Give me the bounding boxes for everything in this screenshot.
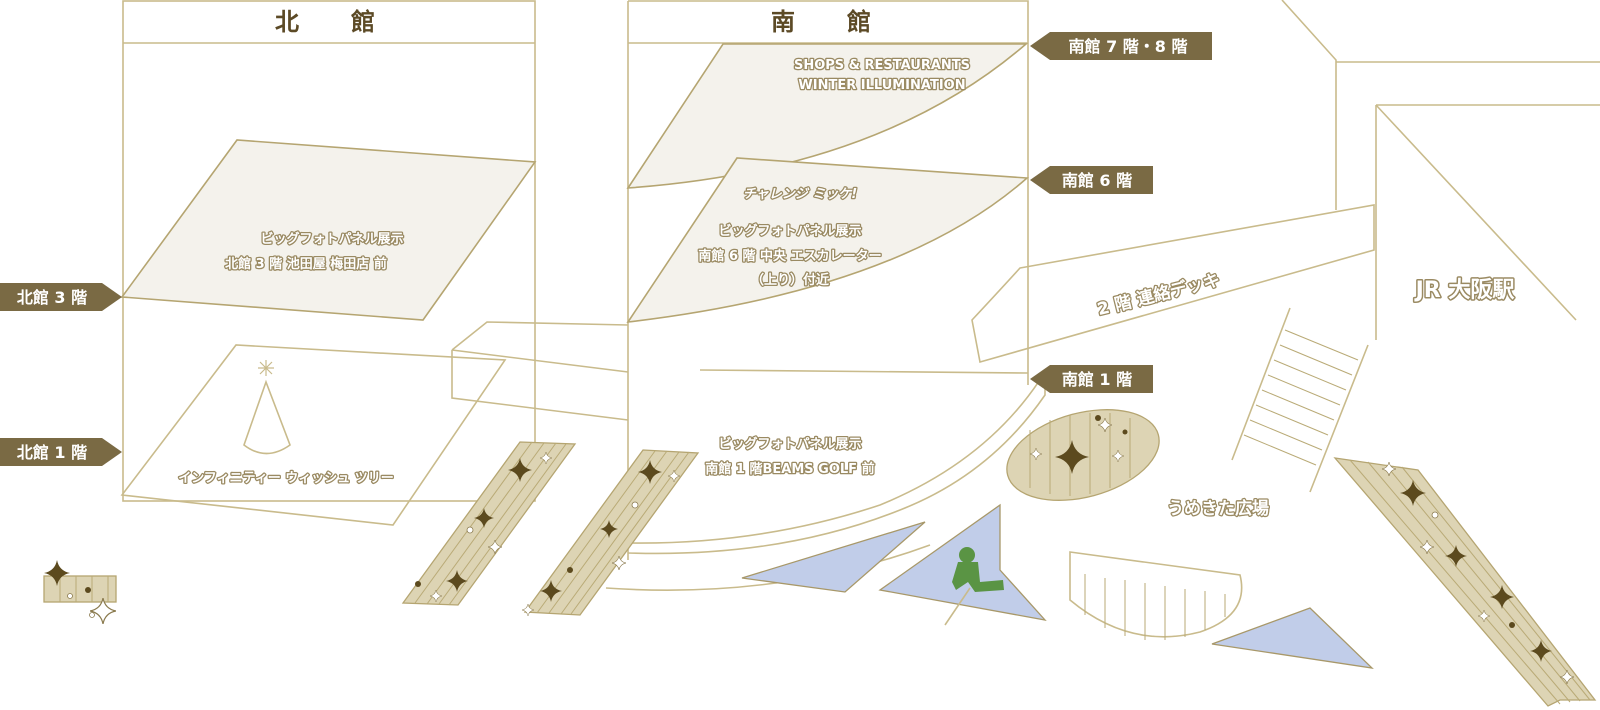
- south6-line1: ビッグフォトパネル展示: [718, 223, 861, 239]
- illumination-strip-2: [522, 449, 700, 616]
- illumination-strip-3: [1333, 457, 1597, 707]
- christmas-tree-icon: [243, 379, 291, 455]
- north-building: 北 館: [122, 0, 536, 502]
- sitting-figure-sculpture: [952, 547, 1004, 592]
- south6-line3: （上り）付近: [751, 272, 829, 288]
- south-top-line2: WINTER ILLUMINATION: [798, 78, 965, 93]
- tag-south-6f-label: 南館 6 階: [1062, 171, 1132, 190]
- north3-line1: ビッグフォトパネル展示: [260, 231, 403, 247]
- south-7-8f-panel: SHOPS & RESTAURANTS WINTER ILLUMINATION: [626, 43, 1029, 189]
- tag-north-1f: 北館 1 階: [0, 438, 122, 466]
- north3-line2: 北館 3 階 池田屋 梅田店 前: [225, 256, 387, 272]
- stairs: [1231, 307, 1369, 493]
- tag-south-6f: 南館 6 階: [1030, 166, 1153, 194]
- umekita-plaza-label: うめきた広場: [1167, 498, 1269, 519]
- north-1f-tree-area: インフィニティー ウィッシュ ツリー: [120, 344, 507, 526]
- deck-2f-label: 2 階 連絡デッキ: [1095, 269, 1222, 320]
- tag-north-3f-label: 北館 3 階: [17, 288, 87, 307]
- north-building-title: 北 館: [275, 8, 389, 36]
- tag-south-7-8f-label: 南館 7 階・8 階: [1069, 37, 1188, 56]
- tag-north-3f: 北館 3 階: [0, 283, 122, 311]
- connecting-bridge: [451, 321, 629, 421]
- tree-label: インフィニティー ウィッシュ ツリー: [178, 471, 394, 486]
- jr-osaka-station-label: JR 大阪駅: [1414, 278, 1515, 303]
- tag-north-1f-label: 北館 1 階: [17, 443, 87, 462]
- south-6f-photo-panel: チャレンジ ミッケ! ビッグフォトパネル展示 南館 6 階 中央 エスカレーター…: [626, 157, 1029, 323]
- tag-south-1f: 南館 1 階: [1030, 365, 1153, 393]
- pond-3: [1211, 607, 1374, 669]
- south1-line1: ビッグフォトパネル展示: [718, 436, 861, 452]
- south-top-line1: SHOPS & RESTAURANTS: [794, 58, 970, 73]
- south6-line2: 南館 6 階 中央 エスカレーター: [698, 248, 881, 264]
- south-building: 南 館: [627, 0, 1029, 560]
- tag-south-1f-label: 南館 1 階: [1062, 370, 1132, 389]
- illumination-oval: [1006, 409, 1160, 501]
- north-3f-photo-panel: ビッグフォトパネル展示 北館 3 階 池田屋 梅田店 前: [120, 139, 537, 321]
- south-building-title: 南 館: [771, 8, 885, 36]
- jr-osaka-station: JR 大阪駅: [1281, 0, 1600, 340]
- south-1f-photo-panel: ビッグフォトパネル展示 南館 1 階BEAMS GOLF 前: [704, 435, 876, 479]
- mikke-logo: チャレンジ ミッケ!: [743, 187, 857, 202]
- illumination-legend: [43, 560, 117, 624]
- tag-south-7-8f: 南館 7 階・8 階: [1030, 32, 1212, 60]
- plaza-bench: [1069, 551, 1243, 640]
- pond-1: [741, 521, 926, 593]
- illumination-strip-1: [401, 441, 577, 606]
- south1-line2: 南館 1 階BEAMS GOLF 前: [705, 461, 874, 477]
- deck-2f: 2 階 連絡デッキ: [971, 204, 1375, 364]
